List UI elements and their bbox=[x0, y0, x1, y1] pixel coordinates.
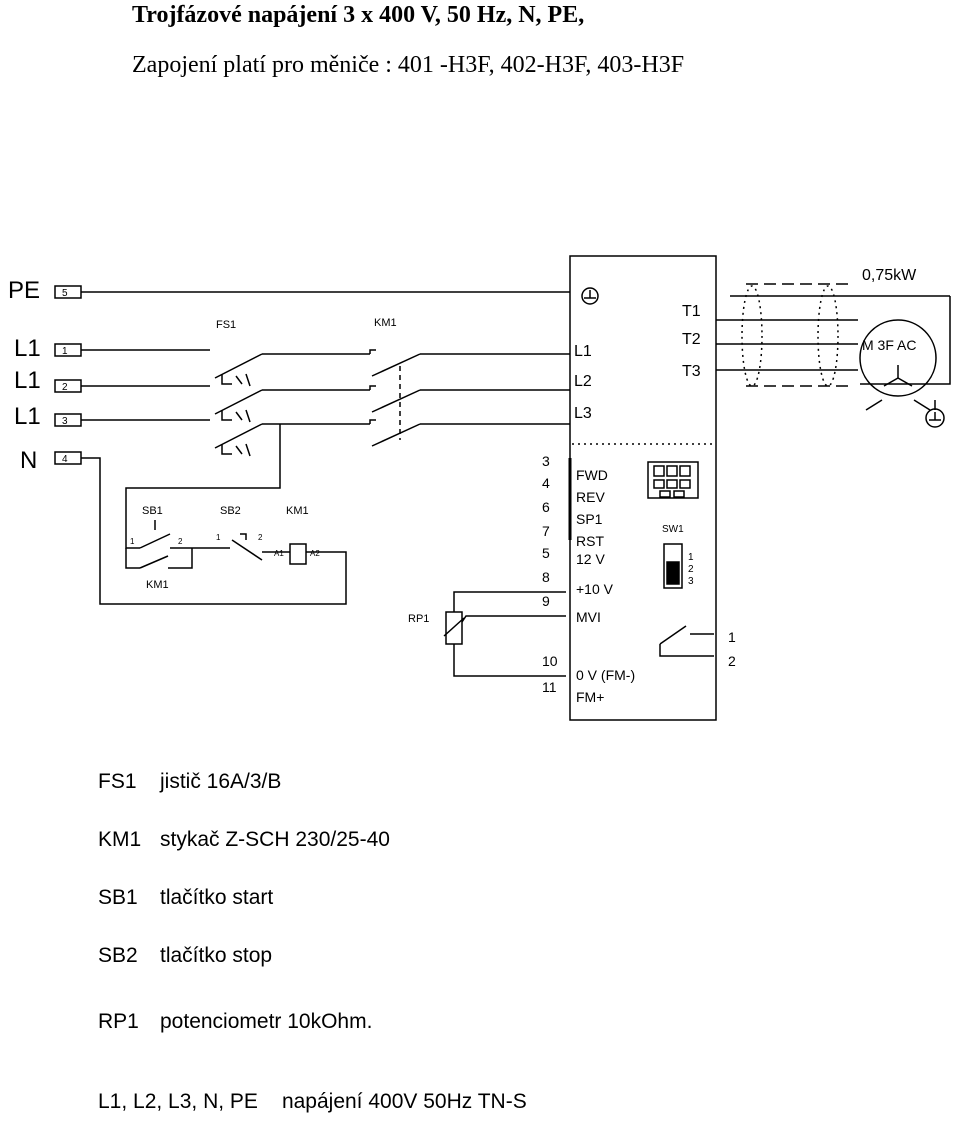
legend-desc: stykač Z-SCH 230/25-40 bbox=[160, 828, 390, 851]
wiring-diagram: PE L1 L1 L1 N 5 1 2 3 4 FS1 KM1 SB1 SB2 … bbox=[8, 255, 951, 721]
terminal-number: 2 bbox=[62, 382, 68, 393]
footer-desc: napájení 400V 50Hz TN-S bbox=[281, 1090, 527, 1113]
relay-pin-label: 1 bbox=[728, 629, 736, 645]
control-terminal-label: 12 V bbox=[576, 551, 605, 567]
control-terminal-number: 9 bbox=[542, 593, 550, 609]
control-terminal-number: 4 bbox=[542, 475, 550, 491]
terminal-number: 1 bbox=[62, 346, 68, 357]
terminal-number: 3 bbox=[62, 416, 68, 427]
motor-symbol bbox=[859, 319, 937, 397]
terminal-box-l1 bbox=[54, 343, 82, 357]
footer-codes: L1, L2, L3, N, PE bbox=[98, 1090, 258, 1113]
km1-aux-label: KM1 bbox=[146, 579, 169, 591]
page-title: Trojfázové napájení 3 x 400 V, 50 Hz, N,… bbox=[132, 2, 585, 28]
sb1-label: SB1 bbox=[142, 505, 163, 517]
inverter-pe-symbol bbox=[581, 287, 599, 305]
terminal-label: PE bbox=[8, 277, 40, 304]
rp1-label: RP1 bbox=[408, 613, 429, 625]
control-terminal-number: 6 bbox=[542, 499, 550, 515]
rp1-potentiometer bbox=[443, 591, 566, 677]
coil-pin-label: A1 bbox=[274, 549, 284, 558]
terminal-box-l2 bbox=[54, 379, 82, 393]
terminal-number: 4 bbox=[62, 454, 68, 465]
terminal-label: L1 bbox=[14, 367, 41, 394]
control-terminal-number: 7 bbox=[542, 523, 550, 539]
terminal-box-n bbox=[54, 451, 82, 465]
legend-desc: potenciometr 10kOhm. bbox=[160, 1010, 373, 1033]
legend-item: SB2 tlačítko stop bbox=[98, 944, 272, 968]
control-terminal-number: 8 bbox=[542, 569, 550, 585]
km1-coil-label: KM1 bbox=[286, 505, 309, 517]
legend-code: RP1 bbox=[98, 1010, 139, 1033]
control-terminal-label: RST bbox=[576, 533, 604, 549]
legend-code: KM1 bbox=[98, 828, 142, 851]
sb2-pin-label: 2 bbox=[258, 533, 263, 542]
inverter-input-label: L1 bbox=[574, 343, 592, 360]
control-terminal-label: +10 V bbox=[576, 581, 614, 597]
control-terminal-label: 0 V (FM-) bbox=[576, 667, 635, 683]
control-terminal-label: SP1 bbox=[576, 511, 603, 527]
inverter-output-label: T2 bbox=[682, 331, 701, 348]
keypad-icon bbox=[647, 461, 699, 499]
legend-desc: jistič 16A/3/B bbox=[160, 770, 282, 793]
motor-label: M 3F AC bbox=[862, 337, 916, 353]
terminal-label: N bbox=[20, 447, 37, 474]
terminal-box-l3 bbox=[54, 413, 82, 427]
terminal-label: L1 bbox=[14, 403, 41, 430]
sw1-switch bbox=[663, 543, 683, 589]
legend-desc: tlačítko start bbox=[160, 886, 274, 909]
legend-code: SB2 bbox=[98, 944, 138, 967]
motor-pe-symbol bbox=[925, 408, 945, 428]
legend-item: FS1 jistič 16A/3/B bbox=[98, 770, 281, 794]
control-terminal-label: MVI bbox=[576, 609, 601, 625]
terminal-label: L1 bbox=[14, 335, 41, 362]
sb1-pin-label: 1 bbox=[130, 537, 135, 546]
inverter-output-label: T1 bbox=[682, 303, 701, 320]
fs1-breaker bbox=[214, 353, 370, 457]
terminal-box-pe bbox=[54, 285, 82, 299]
control-terminal-label: FWD bbox=[576, 467, 608, 483]
legend-item: SB1 tlačítko start bbox=[98, 886, 273, 910]
legend-item: RP1 potenciometr 10kOhm. bbox=[98, 1010, 372, 1034]
inverter-box bbox=[569, 255, 717, 721]
sb2-pin-label: 1 bbox=[216, 533, 221, 542]
relay-contact bbox=[659, 625, 714, 657]
fs1-label: FS1 bbox=[216, 319, 236, 331]
sb1-pin-label: 2 bbox=[178, 537, 183, 546]
control-terminal-label: FM+ bbox=[576, 689, 604, 705]
relay-pin-label: 2 bbox=[728, 653, 736, 669]
control-terminal-number: 11 bbox=[542, 679, 557, 695]
inverter-input-label: L2 bbox=[574, 373, 592, 390]
coil-pin-label: A2 bbox=[310, 549, 320, 558]
sw1-position-label: 1 bbox=[688, 552, 694, 563]
sb2-label: SB2 bbox=[220, 505, 241, 517]
control-terminal-number: 3 bbox=[542, 453, 550, 469]
legend-desc: tlačítko stop bbox=[160, 944, 273, 967]
inverter-output-label: T3 bbox=[682, 363, 701, 380]
control-terminal-number: 10 bbox=[542, 653, 558, 669]
sw1-position-label: 2 bbox=[688, 564, 694, 575]
legend-code: SB1 bbox=[98, 886, 138, 909]
sw1-position-label: 3 bbox=[688, 576, 694, 587]
legend-item: KM1 stykač Z-SCH 230/25-40 bbox=[98, 828, 390, 852]
terminal-number: 5 bbox=[62, 288, 68, 299]
km1-main-contacts bbox=[369, 349, 421, 447]
control-terminal-label: REV bbox=[576, 489, 605, 505]
footer-note: L1, L2, L3, N, PE napájení 400V 50Hz TN-S bbox=[98, 1090, 527, 1114]
motor-power-label: 0,75kW bbox=[862, 267, 917, 284]
legend-code: FS1 bbox=[98, 770, 137, 793]
sw1-label: SW1 bbox=[662, 524, 684, 535]
inverter-input-label: L3 bbox=[574, 405, 592, 422]
control-circuit bbox=[81, 424, 347, 605]
km1-label: KM1 bbox=[374, 317, 397, 329]
page-subtitle: Zapojení platí pro měniče : 401 -H3F, 40… bbox=[132, 52, 685, 78]
control-terminal-number: 5 bbox=[542, 545, 550, 561]
